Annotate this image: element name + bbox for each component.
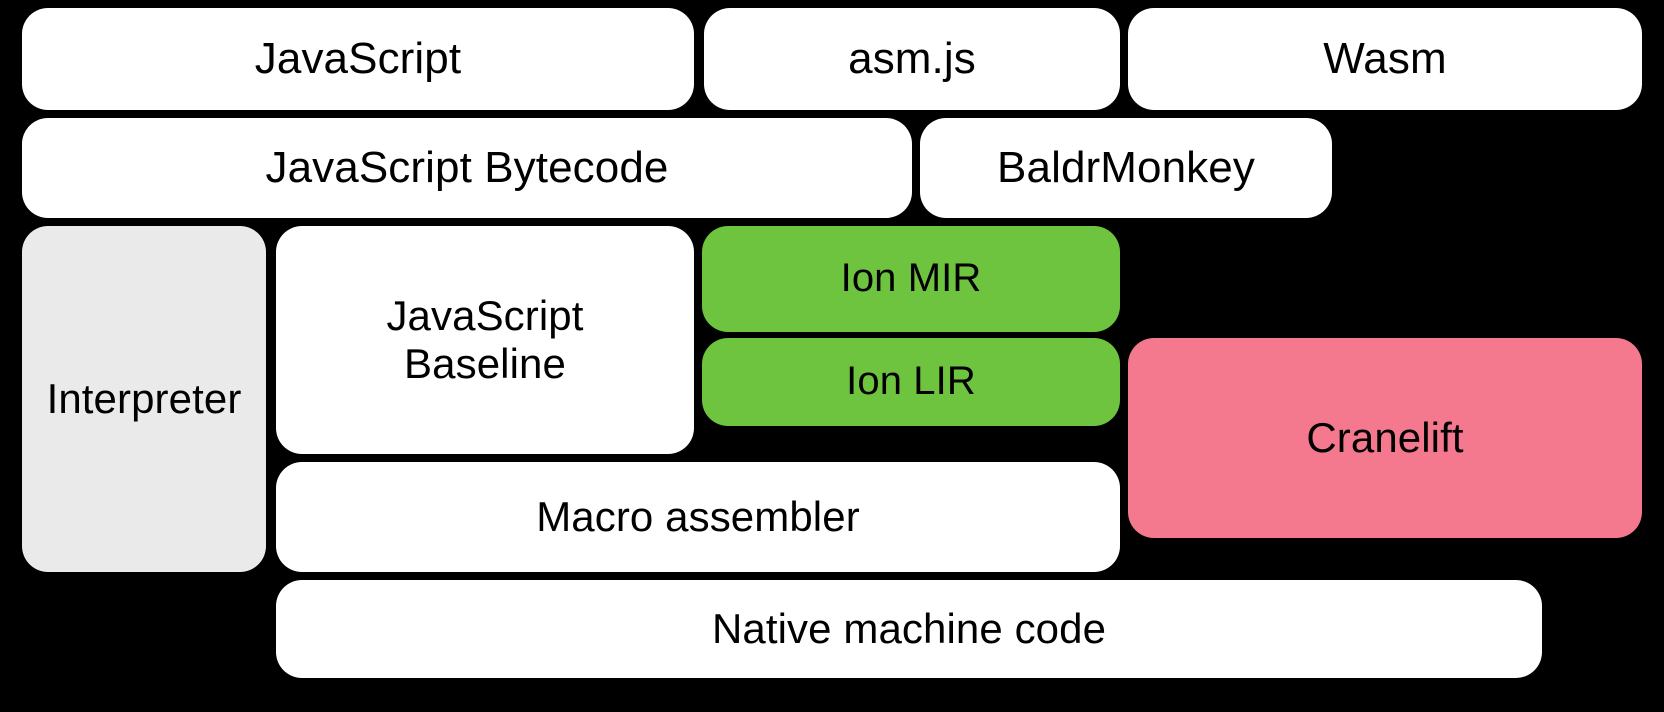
node-macro-assembler[interactable]: Macro assembler	[276, 462, 1120, 572]
node-ion-lir[interactable]: Ion LIR	[702, 338, 1120, 426]
node-baldrmonkey[interactable]: BaldrMonkey	[920, 118, 1332, 218]
node-javascript[interactable]: JavaScript	[22, 8, 694, 110]
node-javascript-baseline[interactable]: JavaScript Baseline	[276, 226, 694, 454]
node-interpreter[interactable]: Interpreter	[22, 226, 266, 572]
node-ion-mir[interactable]: Ion MIR	[702, 226, 1120, 332]
node-asmjs[interactable]: asm.js	[704, 8, 1120, 110]
node-native-machine-code[interactable]: Native machine code	[276, 580, 1542, 678]
node-wasm[interactable]: Wasm	[1128, 8, 1642, 110]
node-javascript-bytecode[interactable]: JavaScript Bytecode	[22, 118, 912, 218]
node-cranelift[interactable]: Cranelift	[1128, 338, 1642, 538]
